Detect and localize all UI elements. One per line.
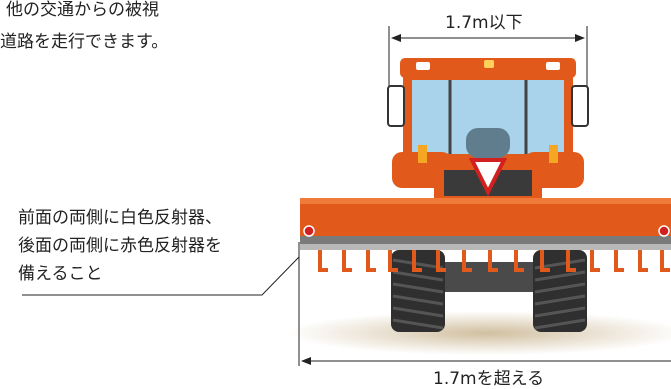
tractor-cab [400,58,576,158]
reflector-left [303,225,315,237]
mirror-left [387,85,405,127]
rotary-implement [300,198,671,250]
slow-vehicle-triangle [468,158,508,197]
mirror-right [571,85,589,127]
callout-line-1: 前面の両側に白色反射器、 [18,208,222,228]
callout-line-3: 備えること [18,264,103,284]
callout-leader-line [22,256,300,296]
dimension-bottom-label: 1.7mを超える [433,369,545,389]
intro-line-2: 道路を走行できます。 [0,32,169,52]
intro-line-1: 他の交通からの被視 [6,0,159,20]
top-dimension-line [388,26,588,92]
dimension-top-label: 1.7m以下 [445,13,523,33]
amber-light-left [418,145,427,163]
amber-light-right [549,145,558,163]
ground-shadow [287,311,671,355]
reflector-right [658,225,670,237]
bottom-dimension-line [298,242,671,366]
rotary-tines [318,250,670,272]
callout-line-2: 後面の両側に赤色反射器を [18,236,222,256]
reflector-callout: 前面の両側に白色反射器、 後面の両側に赤色反射器を 備えること [18,204,222,288]
rear-tire-left [391,250,445,332]
